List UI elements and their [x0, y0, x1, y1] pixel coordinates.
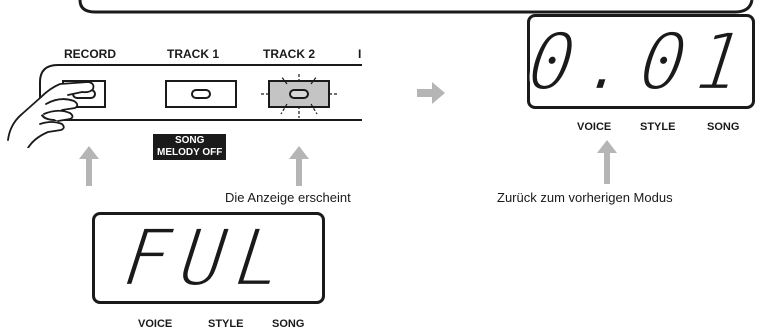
lcd-bottom-mode-style: STYLE	[208, 318, 244, 330]
lcd-top-mode-style: STYLE	[640, 121, 676, 133]
lcd-display-top: 0.01	[522, 13, 761, 110]
song-badge-line2: MELODY OFF	[157, 147, 223, 158]
lcd-top-mode-voice: VOICE	[577, 121, 612, 133]
song-badge-line1: SONG	[174, 135, 205, 146]
lcd-display-bottom: FUL	[92, 209, 325, 306]
lcd-bottom-text: FUL	[117, 209, 300, 306]
track2-label: TRACK 2	[263, 47, 316, 61]
hand-pointer-icon	[7, 81, 95, 148]
lcd-top-text: 0.01	[522, 13, 761, 110]
up-arrow-record	[79, 146, 99, 186]
lcd-top-mode-song: SONG	[707, 121, 740, 133]
lcd-bottom-mode-voice: VOICE	[138, 318, 173, 330]
caption-return-previous: Zurück zum vorherigen Modus	[497, 190, 673, 205]
next-label-partial: I	[358, 47, 362, 61]
up-arrow-lcd-top	[597, 140, 617, 184]
up-arrow-track2	[289, 146, 309, 186]
lcd-bottom-mode-song: SONG	[272, 318, 305, 330]
flash-rays-icon	[261, 72, 339, 118]
song-melody-off-badge: SONG MELODY OFF	[153, 134, 227, 160]
caption-display-appears: Die Anzeige erscheint	[225, 190, 351, 205]
record-label: RECORD	[64, 47, 117, 61]
button-panel-strip	[39, 64, 362, 121]
track1-label: TRACK 1	[167, 47, 220, 61]
track1-button[interactable]	[165, 80, 237, 108]
top-banner-edge	[78, 0, 754, 14]
right-arrow-icon	[417, 82, 445, 104]
